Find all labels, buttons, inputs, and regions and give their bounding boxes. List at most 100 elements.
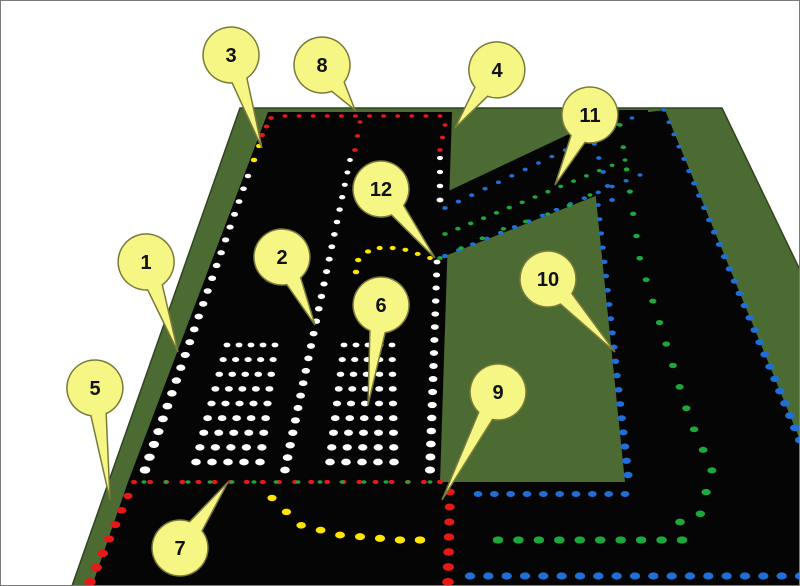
callout-label-7: 7	[174, 538, 185, 560]
front-edge-light-blue	[520, 572, 530, 579]
connector-light-white	[437, 198, 444, 203]
lead-in-light-yellow	[353, 270, 359, 274]
right-edge-light-white	[434, 260, 441, 265]
edge-light-white	[222, 237, 229, 242]
centerline-light-white	[307, 343, 315, 349]
lead-in-light-yellow	[377, 246, 383, 250]
callout-label-6: 6	[375, 295, 386, 317]
stopbar-light-green	[427, 480, 432, 484]
right-taxiway-centerline-light-green	[682, 405, 690, 411]
connector-edge-light-blue	[637, 173, 642, 177]
stand-grid-light-right	[337, 372, 345, 377]
stand-grid-light-right	[389, 343, 396, 348]
centerline-light-white	[323, 269, 330, 274]
front-edge-light-blue	[703, 572, 713, 579]
stand-grid-light-right	[374, 444, 383, 450]
connector-centerline-light-green	[558, 185, 563, 189]
connector-centerline-light-green	[571, 179, 576, 182]
stand-grid-light-right	[335, 386, 343, 392]
edge-light-white	[185, 339, 194, 345]
centerline-light-white	[326, 257, 333, 262]
callout-label-2: 2	[276, 247, 287, 269]
right-taxiway-edge-light-blue	[696, 193, 702, 197]
right-taxiway-edge-light-blue	[755, 339, 764, 345]
stopbar-light-green	[317, 480, 322, 484]
top-edge-light-red	[381, 114, 386, 118]
right-taxiway-edge-light-blue	[780, 400, 790, 407]
connector-edge-light-blue	[582, 196, 587, 200]
front-edge-light-blue	[572, 491, 581, 497]
stand-grid-light-left	[257, 444, 266, 450]
stand-grid-light-right	[376, 372, 384, 377]
callout-label-12: 12	[370, 179, 392, 201]
front-lead-light-yellow	[282, 509, 291, 516]
right-taxiway-edge-light-blue	[711, 230, 718, 235]
stopbar-light-green	[207, 480, 212, 484]
stand-grid-light-left	[254, 372, 262, 377]
right-taxiway-centerline-light-green	[627, 190, 633, 194]
lead-in-light-yellow	[402, 248, 408, 252]
right-taxiway-edge-light-blue	[741, 303, 749, 309]
stopbar-light-red	[421, 480, 427, 484]
right-taxiway-edge-light-blue	[760, 351, 769, 357]
connector-edge-light-blue	[482, 187, 487, 191]
front-edge-light-red	[84, 578, 96, 586]
stand-grid-light-left	[260, 343, 267, 348]
lead-in-light-yellow	[365, 249, 371, 253]
stand-grid-light-left	[242, 444, 251, 450]
stopbar-light-green	[163, 480, 168, 484]
stopbar-light-green	[295, 480, 300, 484]
stopbar-light-green	[339, 480, 344, 484]
right-taxiway-edge-light-blue	[765, 364, 774, 370]
stand-grid-light-right	[373, 459, 383, 466]
centerline-light-white	[302, 368, 310, 374]
edge-light-white	[227, 225, 234, 230]
front-edge-light-blue	[604, 491, 613, 497]
connector-centerline-light-green	[532, 195, 537, 199]
front-edge-light-blue	[556, 572, 566, 579]
front-lead-light-yellow	[415, 536, 426, 543]
connector-edge-light-blue	[523, 168, 528, 172]
front-edge-light-blue	[721, 572, 731, 579]
stopbar-light-red	[260, 480, 266, 484]
connector-edge-light-blue	[540, 214, 546, 218]
stopbar-light-green	[273, 480, 278, 484]
callout-label-5: 5	[89, 378, 100, 400]
right-taxiway-edge-light-blue	[615, 387, 623, 393]
stand-grid-light-right	[358, 444, 367, 450]
right-taxiway-centerline-light-green	[675, 519, 685, 526]
edge-light-red	[264, 125, 270, 129]
right-taxiway-centerline-light-green	[662, 341, 670, 346]
stand-grid-light-left	[239, 459, 249, 466]
edge-light-white	[231, 212, 238, 217]
right-taxiway-edge-light-blue	[785, 412, 795, 419]
connector-edge-light-blue	[630, 116, 635, 119]
edge-light-white	[208, 276, 216, 281]
right-taxiway-edge-light-blue	[609, 198, 615, 202]
callout-label-11: 11	[579, 105, 600, 127]
lead-in-light-yellow	[415, 252, 421, 256]
front-centerline-light-green	[534, 536, 545, 543]
stand-grid-light-right	[389, 357, 396, 362]
right-taxiway-edge-light-blue	[686, 169, 692, 173]
stopbar-light-green	[185, 480, 190, 484]
front-edge-light-red	[444, 518, 454, 525]
edge-light-white	[195, 314, 203, 320]
centerline-light-white	[294, 405, 303, 411]
stand-grid-light-right	[350, 372, 358, 377]
stand-grid-light-right	[389, 444, 398, 450]
stand-grid-light-left	[235, 401, 243, 407]
centerline-light-red	[352, 148, 358, 152]
connector-edge-light-blue	[610, 185, 615, 189]
stand-grid-light-left	[214, 430, 223, 436]
top-edge-light-red	[282, 114, 287, 118]
connector-edge-light-blue	[596, 191, 601, 195]
top-edge-light-red	[325, 114, 330, 118]
right-taxiway-centerline-light-green	[636, 256, 643, 261]
front-edge-light-blue	[490, 491, 499, 497]
front-edge-light-blue	[474, 491, 483, 497]
edge-light-white	[163, 403, 173, 410]
right-taxiway-edge-light-blue	[616, 401, 624, 407]
stand-grid-light-right	[327, 444, 336, 450]
